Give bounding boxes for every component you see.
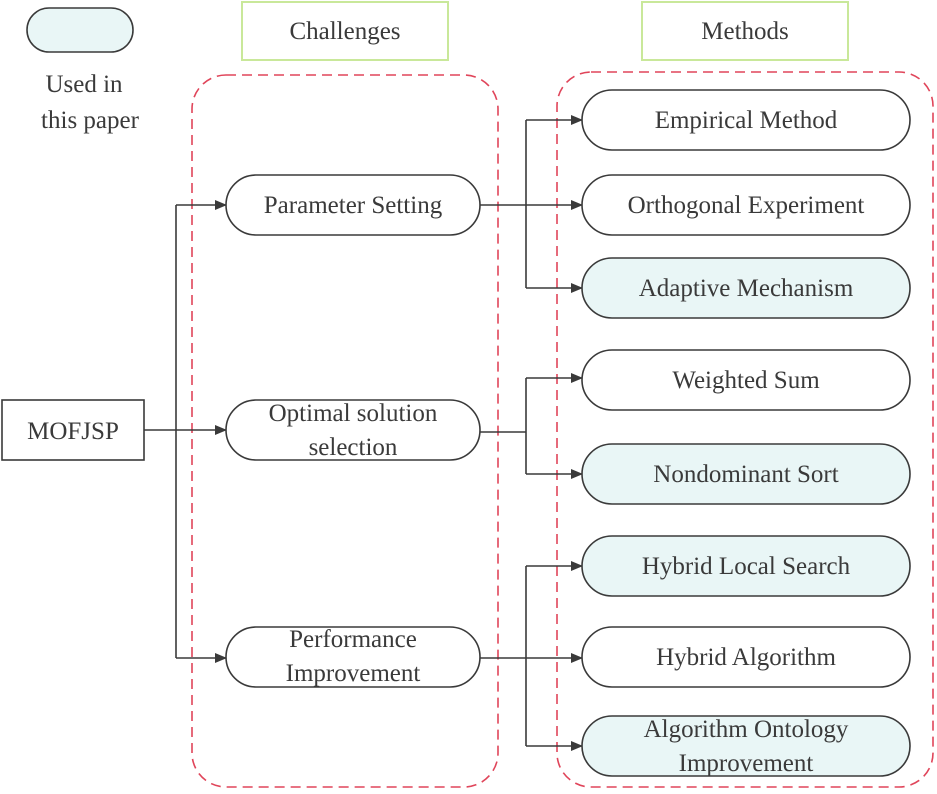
root-box: [1, 399, 145, 461]
optimal-connectors: [480, 373, 583, 479]
challenges-header: Challenges: [241, 1, 449, 61]
parameter-connectors: [480, 115, 583, 293]
challenge-optimal-solution-line2: selection: [309, 434, 398, 461]
method-orthogonal-label: Orthogonal Experiment: [628, 192, 865, 219]
method-empirical-box: [581, 89, 911, 151]
method-orthogonal-experiment: Orthogonal Experiment: [581, 174, 911, 236]
method-adaptive-mechanism: Adaptive Mechanism: [581, 257, 911, 319]
legend-label-line1: Used in: [45, 71, 123, 98]
challenge-performance-improvement: Performance Improvement: [225, 626, 481, 688]
challenge-performance-line1: Performance: [289, 626, 417, 653]
method-hybrid-local-box: [581, 535, 911, 597]
method-ontology-line2: Improvement: [679, 750, 814, 777]
method-weighted-label: Weighted Sum: [672, 367, 820, 394]
performance-connectors: [480, 561, 583, 751]
method-hybrid-local-search: Hybrid Local Search: [581, 535, 911, 597]
method-weighted-sum: Weighted Sum: [581, 349, 911, 411]
legend-swatch: [26, 7, 134, 53]
method-nondominant-label: Nondominant Sort: [653, 461, 838, 488]
method-nondominant-sort: Nondominant Sort: [581, 443, 911, 505]
challenge-optimal-solution-line1: Optimal solution: [269, 400, 438, 427]
methods-header-box: [641, 1, 849, 61]
challenge-parameter-setting: Parameter Setting: [225, 174, 481, 236]
methods-group-box: [556, 71, 934, 788]
challenge-optimal-solution-box: [225, 399, 481, 461]
method-hybrid-local-label: Hybrid Local Search: [642, 553, 851, 580]
challenge-performance-line2: Improvement: [286, 660, 421, 687]
root-node: MOFJSP: [1, 399, 145, 461]
methods-header-label: Methods: [701, 18, 789, 45]
method-nondominant-box: [581, 443, 911, 505]
challenge-parameter-setting-box: [225, 174, 481, 236]
challenge-performance-box: [225, 626, 481, 688]
method-orthogonal-box: [581, 174, 911, 236]
challenges-group-box: [191, 74, 499, 788]
method-ontology-line1: Algorithm Ontology: [644, 716, 849, 743]
challenge-optimal-solution-selection: Optimal solution selection: [225, 399, 481, 461]
method-adaptive-label: Adaptive Mechanism: [639, 275, 854, 302]
method-weighted-box: [581, 349, 911, 411]
challenges-header-box: [241, 1, 449, 61]
root-label: MOFJSP: [27, 418, 119, 445]
root-connectors: [144, 200, 227, 663]
method-ontology-box: [581, 715, 911, 777]
method-hybrid-algorithm-label: Hybrid Algorithm: [656, 644, 836, 671]
method-hybrid-algorithm-box: [581, 626, 911, 688]
challenges-header-label: Challenges: [289, 18, 400, 45]
method-hybrid-algorithm: Hybrid Algorithm: [581, 626, 911, 688]
legend: Used in this paper: [26, 7, 140, 134]
method-empirical-label: Empirical Method: [655, 107, 838, 134]
method-adaptive-box: [581, 257, 911, 319]
method-algorithm-ontology-improvement: Algorithm Ontology Improvement: [581, 715, 911, 777]
methods-header: Methods: [641, 1, 849, 61]
method-empirical-method: Empirical Method: [581, 89, 911, 151]
legend-label-line2: this paper: [41, 107, 140, 134]
challenge-parameter-setting-label: Parameter Setting: [264, 192, 443, 219]
